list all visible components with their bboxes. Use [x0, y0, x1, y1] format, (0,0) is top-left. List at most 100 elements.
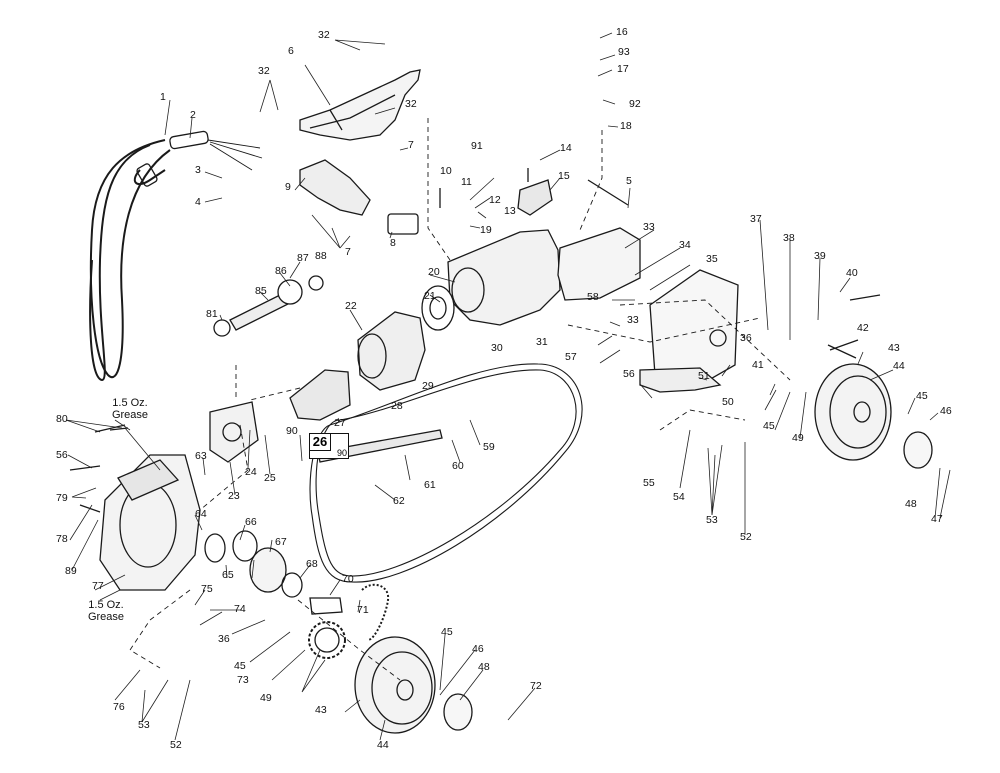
- part-label-77: 77: [92, 580, 104, 592]
- part-label-79: 79: [56, 492, 68, 504]
- part-label-43-1: 43: [888, 342, 900, 354]
- part-label-19: 19: [480, 224, 492, 236]
- part-label-32-1: 32: [318, 29, 330, 41]
- part-label-9: 9: [285, 181, 291, 193]
- part-label-45-1: 45: [916, 390, 928, 402]
- field-coil: [357, 311, 426, 391]
- bracket: [557, 227, 641, 301]
- part-label-23: 23: [228, 490, 240, 502]
- part-label-61: 61: [424, 479, 436, 491]
- part-label-28: 28: [391, 400, 403, 412]
- part-label-52-1: 52: [740, 531, 752, 543]
- part-label-34: 34: [679, 239, 691, 251]
- part-label-13: 13: [504, 205, 516, 217]
- part-label-36-1: 36: [740, 332, 752, 344]
- part-label-32-3: 32: [405, 98, 417, 110]
- motor-housing: [447, 229, 561, 326]
- front-wheel: [354, 636, 436, 734]
- saw-blade: [315, 369, 577, 577]
- power-cord: [89, 139, 171, 378]
- part-label-55: 55: [643, 477, 655, 489]
- part-label-45-2: 45: [763, 420, 775, 432]
- part-label-44-1: 44: [893, 360, 905, 372]
- part-label-14: 14: [560, 142, 572, 154]
- part-label-24: 24: [245, 466, 257, 478]
- part-label-50: 50: [722, 396, 734, 408]
- part-label-56-1: 56: [623, 368, 635, 380]
- part-label-8: 8: [390, 237, 396, 249]
- sheet-reference-part: 26: [310, 434, 331, 451]
- part-label-6: 6: [288, 45, 294, 57]
- part-label-57: 57: [565, 351, 577, 363]
- part-label-51: 51: [698, 370, 710, 382]
- part-label-49-1: 49: [792, 432, 804, 444]
- part-label-89: 89: [65, 565, 77, 577]
- rear-wheel: [814, 363, 892, 461]
- part-label-74: 74: [234, 603, 246, 615]
- part-label-42: 42: [857, 322, 869, 334]
- part-label-44-2: 44: [377, 739, 389, 751]
- part-label-92: 92: [629, 98, 641, 110]
- part-label-46-1: 46: [940, 405, 952, 417]
- grease-note-lower: 1.5 Oz. Grease: [87, 599, 125, 623]
- part-label-43-2: 43: [315, 704, 327, 716]
- sheet-reference-box: 26 90: [309, 433, 349, 459]
- part-label-20: 20: [428, 266, 440, 278]
- part-label-73: 73: [237, 674, 249, 686]
- handle-upper: [299, 69, 421, 141]
- part-label-22: 22: [345, 300, 357, 312]
- part-label-45-3: 45: [234, 660, 246, 672]
- part-label-78: 78: [56, 533, 68, 545]
- part-label-1: 1: [160, 91, 166, 103]
- part-label-4: 4: [195, 196, 201, 208]
- part-label-36-2: 36: [218, 633, 230, 645]
- part-label-17: 17: [617, 63, 629, 75]
- grease-note-upper: 1.5 Oz. Grease: [111, 397, 149, 421]
- part-label-60: 60: [452, 460, 464, 472]
- cord-sleeve: [169, 130, 209, 150]
- part-label-38: 38: [783, 232, 795, 244]
- part-label-91: 91: [471, 140, 483, 152]
- part-label-7-1: 7: [408, 139, 414, 151]
- part-label-66: 66: [245, 516, 257, 528]
- part-label-12: 12: [489, 194, 501, 206]
- part-label-27: 27: [334, 417, 346, 429]
- part-label-18: 18: [620, 120, 632, 132]
- handle-lower: [299, 159, 371, 216]
- part-label-30: 30: [491, 342, 503, 354]
- part-label-46-2: 46: [472, 643, 484, 655]
- part-label-64: 64: [195, 508, 207, 520]
- part-label-2: 2: [190, 109, 196, 121]
- part-label-70: 70: [342, 573, 354, 585]
- part-label-56-2: 56: [56, 449, 68, 461]
- part-label-7-2: 7: [345, 246, 351, 258]
- part-label-54: 54: [673, 491, 685, 503]
- part-label-87: 87: [297, 252, 309, 264]
- part-label-41: 41: [752, 359, 764, 371]
- part-label-85: 85: [255, 285, 267, 297]
- part-label-37: 37: [750, 213, 762, 225]
- part-label-93: 93: [618, 46, 630, 58]
- part-label-33-1: 33: [643, 221, 655, 233]
- part-label-62: 62: [393, 495, 405, 507]
- part-label-80: 80: [56, 413, 68, 425]
- part-label-35: 35: [706, 253, 718, 265]
- part-label-75: 75: [201, 583, 213, 595]
- part-label-3: 3: [195, 164, 201, 176]
- part-label-52-2: 52: [170, 739, 182, 751]
- part-label-32-2: 32: [258, 65, 270, 77]
- part-label-90: 90: [286, 425, 298, 437]
- part-label-47: 47: [931, 513, 943, 525]
- part-label-88: 88: [315, 250, 327, 262]
- part-label-67: 67: [275, 536, 287, 548]
- part-label-11: 11: [461, 176, 472, 188]
- part-label-49-2: 49: [260, 692, 272, 704]
- part-label-63: 63: [195, 450, 207, 462]
- part-label-72: 72: [530, 680, 542, 692]
- part-label-15: 15: [558, 170, 570, 182]
- part-label-29: 29: [422, 380, 434, 392]
- part-label-71: 71: [357, 604, 369, 616]
- part-label-48-2: 48: [478, 661, 490, 673]
